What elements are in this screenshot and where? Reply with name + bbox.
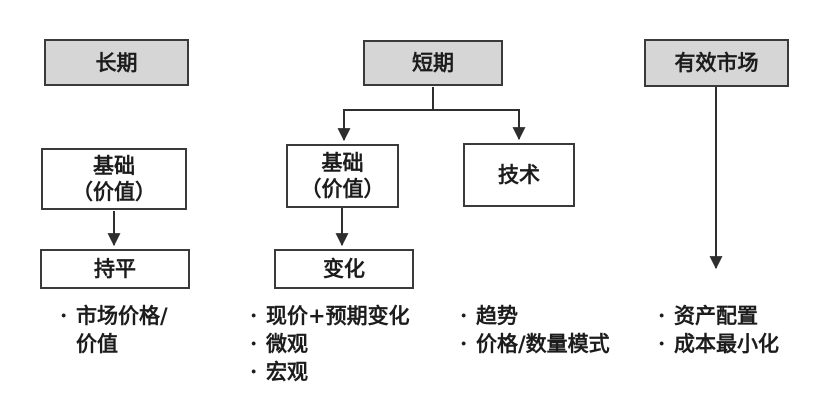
list-item: · 资产配置 — [658, 302, 828, 330]
efficient-market-header-box: 有效市场 — [644, 39, 789, 87]
short-term-technical-bullet-list: · 趋势 · 价格/数量模式 — [460, 302, 650, 358]
short-term-change-box: 变化 — [274, 249, 414, 289]
long-term-hold-box: 持平 — [40, 249, 190, 289]
long-term-bullet-list: · 市场价格/ 价值 — [60, 302, 250, 358]
short-term-technical-box: 技术 — [463, 143, 575, 207]
list-item: · 趋势 — [460, 302, 650, 330]
list-item: · 市场价格/ 价值 — [60, 302, 250, 358]
bullet-label: 宏观 — [266, 359, 308, 384]
bullet-icon: · — [658, 331, 666, 356]
bullet-icon: · — [250, 359, 258, 384]
list-item: · 现价+预期变化 — [250, 302, 450, 330]
long-term-fundamental-box: 基础 （价值） — [41, 148, 187, 210]
short-term-fundamental-bullet-list: · 现价+预期变化 · 微观 · 宏观 — [250, 302, 450, 386]
short-term-fundamental-box: 基础 （价值） — [286, 144, 399, 208]
bullet-icon: · — [250, 331, 258, 356]
short-term-header-box: 短期 — [363, 40, 503, 86]
bullet-label: 趋势 — [476, 303, 518, 328]
efficient-market-bullet-list: · 资产配置 · 成本最小化 — [658, 302, 828, 358]
list-item: · 宏观 — [250, 358, 450, 386]
bullet-icon: · — [658, 303, 666, 328]
bullet-label: 资产配置 — [674, 303, 758, 328]
list-item: · 微观 — [250, 330, 450, 358]
long-term-header-box: 长期 — [44, 39, 189, 86]
bullet-label: 市场价格/ 价值 — [76, 303, 168, 356]
bullet-icon: · — [60, 303, 68, 328]
bullet-icon: · — [460, 331, 468, 356]
bullet-icon: · — [460, 303, 468, 328]
bullet-label: 成本最小化 — [674, 331, 779, 356]
list-item: · 成本最小化 — [658, 330, 828, 358]
bullet-label: 价格/数量模式 — [476, 331, 610, 356]
bullet-label: 现价+预期变化 — [266, 303, 410, 328]
bullet-icon: · — [250, 303, 258, 328]
list-item: · 价格/数量模式 — [460, 330, 650, 358]
bullet-label: 微观 — [266, 331, 308, 356]
